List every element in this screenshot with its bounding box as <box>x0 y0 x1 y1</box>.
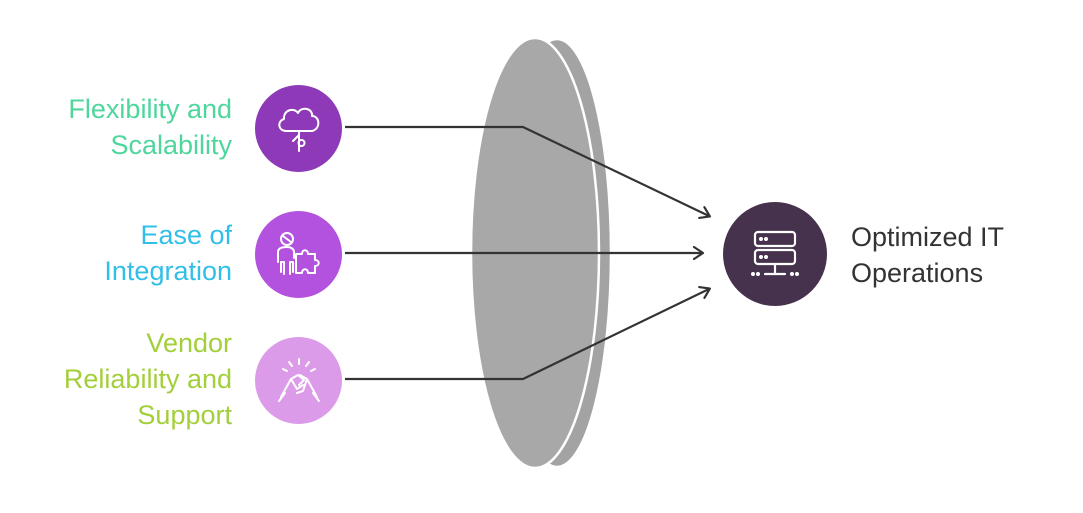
label-integration: Ease of Integration <box>104 220 232 286</box>
puzzle-person-icon <box>276 231 320 275</box>
server-icon <box>750 230 799 276</box>
cloud-network-icon <box>277 107 319 152</box>
node-vendor <box>255 337 342 424</box>
label-output: Optimized IT Operations <box>851 222 1005 288</box>
handshake-icon <box>277 357 320 402</box>
arrow-flexibility <box>345 125 709 216</box>
node-flexibility <box>255 85 342 172</box>
node-integration <box>255 211 342 298</box>
label-flexibility: Flexibility and Scalability <box>68 94 232 160</box>
node-output <box>723 202 827 306</box>
arrow-vendor <box>345 289 709 381</box>
label-vendor: Vendor Reliability and Support <box>63 328 232 430</box>
